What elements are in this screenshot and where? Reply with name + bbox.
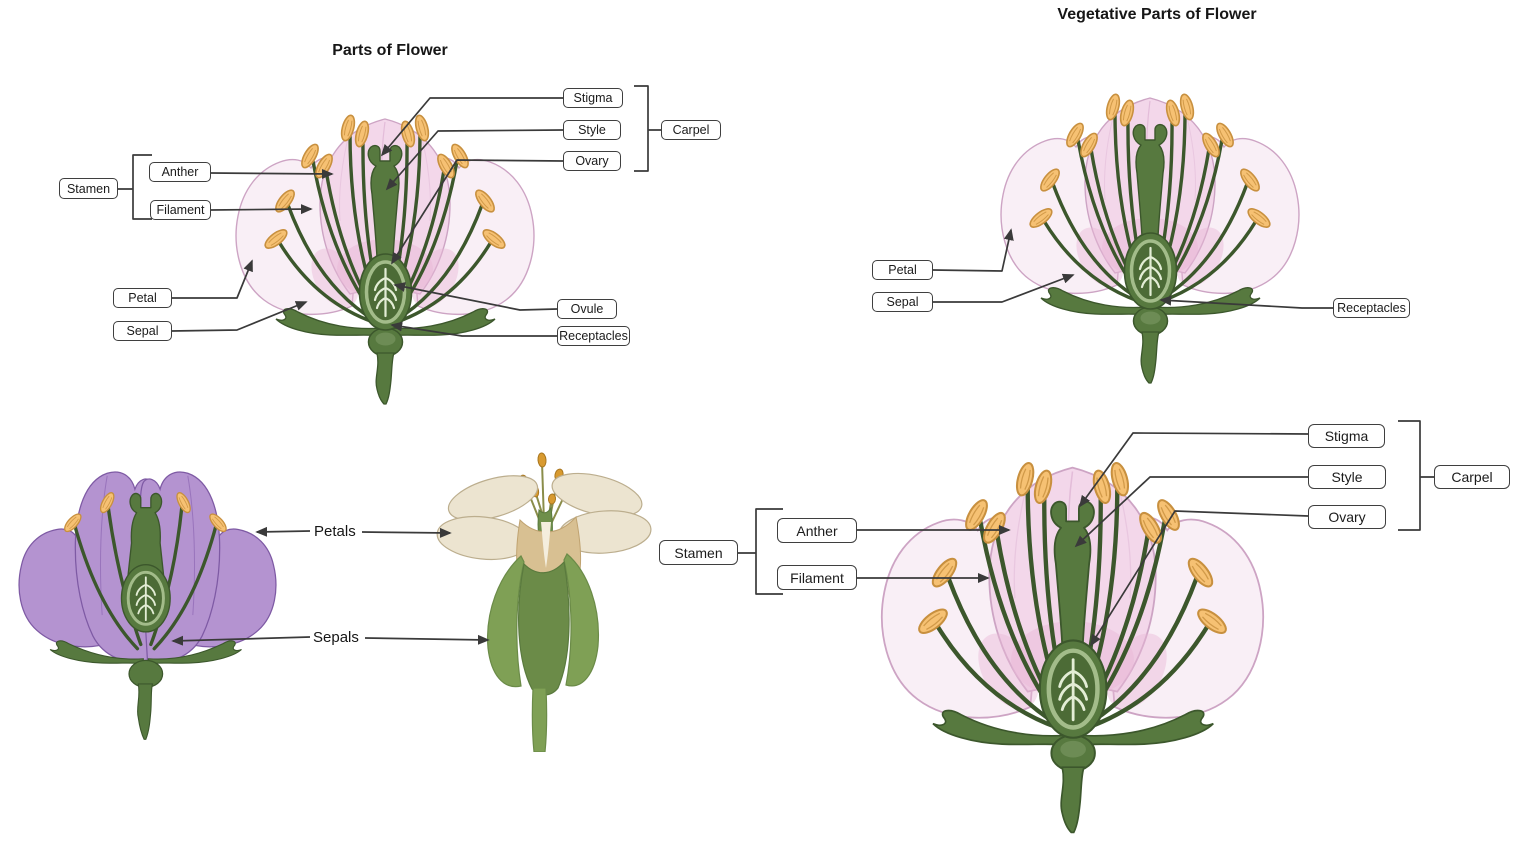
purple-flower-illustration [13,464,282,741]
label-box-sepal-top-right: Sepal [872,292,933,312]
label-box-style-bottom-right: Style [1308,465,1386,489]
label-box-petal-top-right: Petal [872,260,933,280]
label-box-anther-top-left: Anther [149,162,211,182]
cream-flower-illustration [434,452,654,752]
label-box-carpel-top-left: Carpel [661,120,721,140]
carpel-bracket-top-left [634,85,661,172]
carpel-bracket-bottom-right [1398,420,1434,531]
label-box-sepal-top-left: Sepal [113,321,172,341]
label-box-petal-top-left: Petal [113,288,172,308]
label-box-ovary-top-left: Ovary [563,151,621,171]
label-box-receptacles-top-right: Receptacles [1333,298,1410,318]
label-box-carpel-bottom-right: Carpel [1434,465,1510,489]
label-box-stamen-bottom-right: Stamen [659,540,738,565]
label-petals: Petals [314,523,356,540]
label-box-anther-bottom-right: Anther [777,518,857,543]
pink-flower-illustration-top-right [995,85,1305,385]
stamen-bracket-top-left [118,154,152,220]
label-box-style-top-left: Style [563,120,621,140]
label-box-receptacles-top-left: Receptacles [557,326,630,346]
title-parts-of-flower: Parts of Flower [332,42,448,59]
label-box-stigma-bottom-right: Stigma [1308,424,1385,448]
title-vegetative-parts-of-flower: Vegetative Parts of Flower [1057,6,1257,23]
pink-flower-illustration-top-left [230,106,540,406]
label-box-ovule-top-left: Ovule [557,299,617,319]
label-box-stigma-top-left: Stigma [563,88,623,108]
label-box-filament-bottom-right: Filament [777,565,857,590]
label-box-stamen-top-left: Stamen [59,178,118,199]
pink-flower-illustration-bottom-right [874,451,1271,835]
label-box-filament-top-left: Filament [150,200,211,220]
label-box-ovary-bottom-right: Ovary [1308,505,1386,529]
label-sepals: Sepals [313,629,359,646]
